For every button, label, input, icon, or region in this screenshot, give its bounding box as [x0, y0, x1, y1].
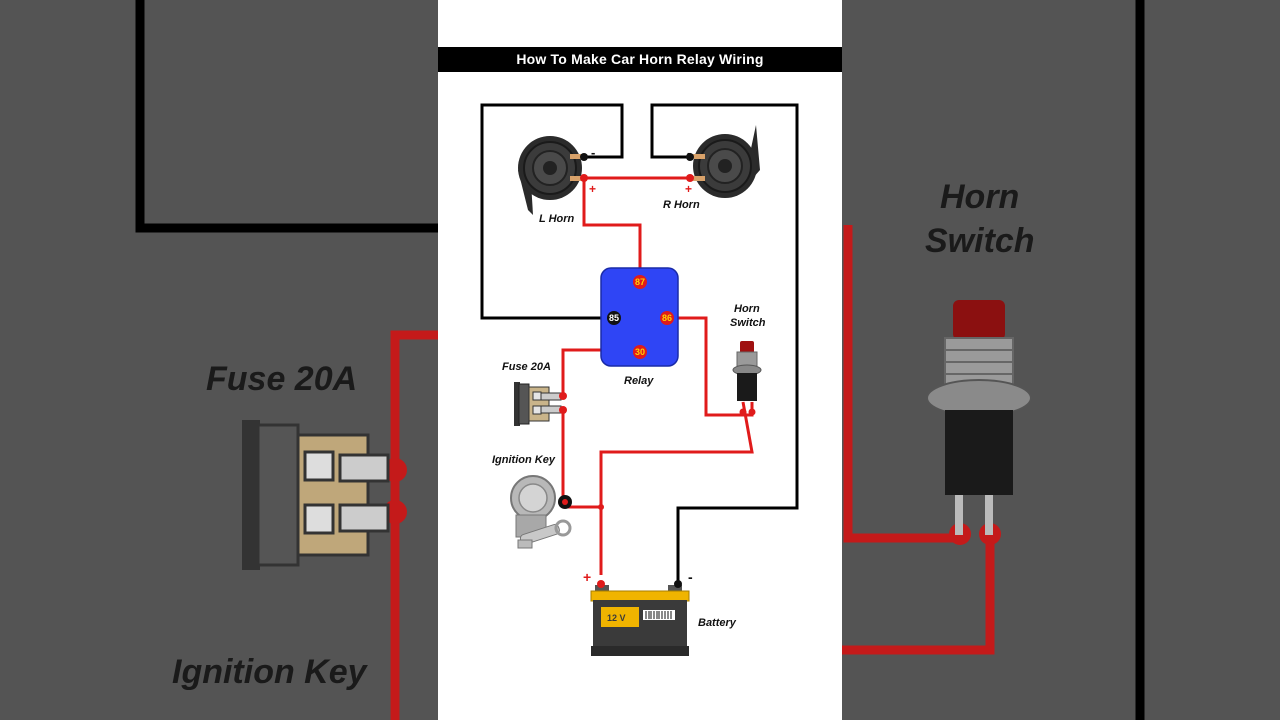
bg-fuse	[242, 420, 390, 570]
bg-horn-label: Horn	[940, 178, 1019, 216]
left-horn-minus: -	[591, 145, 595, 160]
horn-switch-label-line1: Horn	[734, 303, 760, 315]
battery-icon: 12 V	[590, 585, 690, 656]
relay: 87 85 86 30	[600, 267, 679, 367]
relay-pin-87: 87	[635, 277, 645, 287]
right-horn-label: R Horn	[663, 199, 700, 211]
ground-wires	[480, 103, 799, 584]
horn-switch-label-line2: Switch	[730, 317, 766, 329]
positive-wires	[561, 176, 754, 575]
right-horn-minus: -	[687, 145, 691, 160]
relay-label: Relay	[624, 375, 654, 387]
battery-minus: -	[688, 569, 693, 585]
bg-ignition-label: Ignition Key	[172, 653, 369, 691]
battery-plus: +	[583, 569, 591, 585]
battery-voltage: 12 V	[607, 613, 626, 623]
fuse-label: Fuse 20A	[502, 361, 551, 373]
ignition-key-label: Ignition Key	[492, 454, 556, 466]
fuse-icon	[514, 382, 562, 426]
left-horn-plus: +	[589, 182, 596, 196]
bg-fuse-label: Fuse 20A	[206, 360, 357, 398]
wiring-diagram: - + - + L Horn R Horn 87 85 86 30 Relay	[480, 103, 799, 656]
relay-pin-86: 86	[662, 313, 672, 323]
left-horn-icon	[518, 136, 582, 215]
bg-horn-switch	[926, 300, 1032, 535]
battery-label: Battery	[698, 617, 737, 629]
right-horn-plus: +	[685, 182, 692, 196]
horn-switch-icon	[732, 341, 762, 401]
bg-switch-label: Switch	[925, 222, 1035, 260]
ignition-key-icon	[510, 475, 572, 549]
relay-pin-85: 85	[609, 313, 619, 323]
left-horn-label: L Horn	[539, 213, 575, 225]
relay-pin-30: 30	[635, 347, 645, 357]
page-title: How To Make Car Horn Relay Wiring	[438, 47, 842, 72]
diagram-panel: - + - + L Horn R Horn 87 85 86 30 Relay	[438, 0, 842, 720]
right-horn-icon	[693, 125, 760, 198]
